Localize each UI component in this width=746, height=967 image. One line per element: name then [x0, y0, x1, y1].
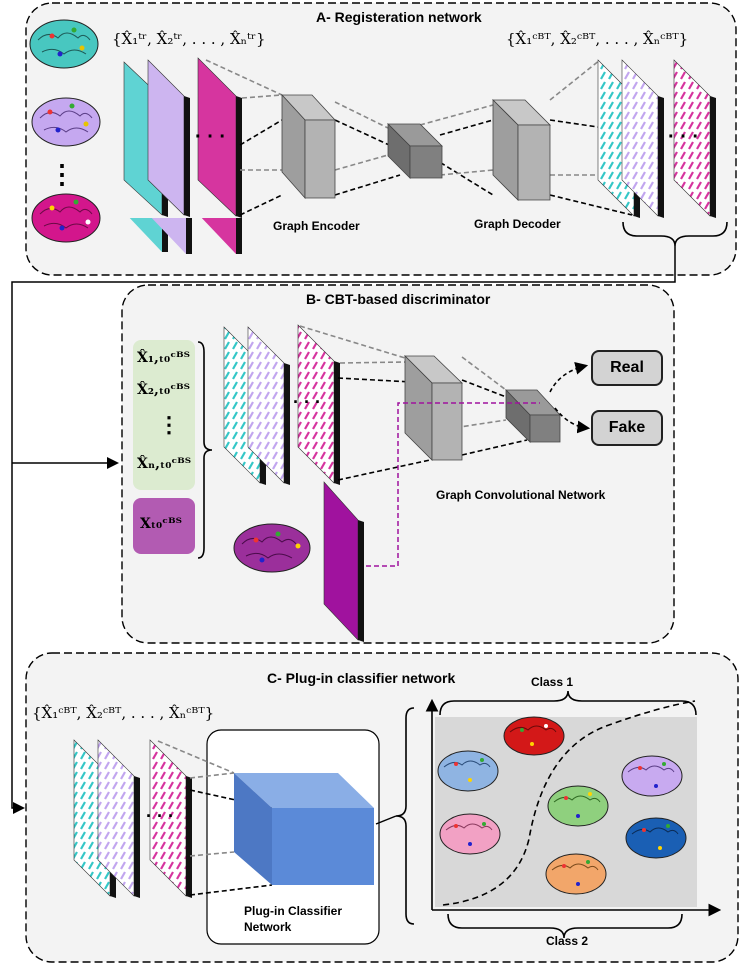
brain-class2-orange: [545, 853, 607, 895]
output-cbt-stack-a: [597, 59, 716, 218]
graph-decoder-label: Graph Decoder: [474, 217, 561, 231]
gcn-label: Graph Convolutional Network: [436, 488, 606, 502]
target-to-gcn-line: [366, 402, 540, 567]
brace-b-items: [197, 341, 213, 559]
graph-encoder-label: Graph Encoder: [273, 219, 360, 233]
encoder-decoder-lines: [205, 59, 633, 216]
brain-class2-lavender: [621, 755, 683, 797]
input-graph-stack-a-clean: [118, 56, 248, 218]
section-c-input-set: {X̂₁ᶜᴮᵀ, X̂₂ᶜᴮᵀ, . . . , X̂ₙᶜᴮᵀ}: [32, 704, 215, 722]
target-graph-b: [323, 481, 364, 642]
section-a-output-set: {X̂₁ᶜᴮᵀ, X̂₂ᶜᴮᵀ, . . . , X̂ₙᶜᴮᵀ}: [506, 30, 689, 48]
brain-a-2: [31, 97, 101, 147]
stack-c-ellipsis: · · ·: [146, 806, 174, 826]
real-output: Real: [591, 350, 663, 386]
arrow-real: [549, 362, 589, 393]
section-c-title: C- Plug-in classifier network: [267, 670, 456, 686]
section-a-input-set: {X̂₁ᵗʳ, X̂₂ᵗʳ, . . . , X̂ₙᵗʳ}: [112, 30, 266, 48]
cbt-stack-c: [73, 739, 192, 898]
fake-output: Fake: [591, 410, 663, 446]
cbt-target-box: [133, 498, 195, 554]
section-b-title: B- CBT-based discriminator: [306, 291, 491, 307]
brace-class1: [439, 690, 697, 716]
output-stack-ellipsis: · · ·: [668, 126, 700, 148]
brain-a-3: [31, 193, 101, 243]
brain-a-1: [29, 19, 99, 69]
stack-b-ellipsis: · · ·: [293, 392, 321, 412]
cbt-item-2: X̂₂,ₜ₀ᶜᴮᵀ: [137, 382, 190, 398]
classifier-lines: [157, 740, 273, 896]
class-boundary: [442, 700, 696, 906]
brain-class1-pink: [439, 813, 501, 855]
cbt-items-box: [133, 340, 195, 490]
brain-class1-blue: [437, 750, 499, 792]
brain-class2-green: [547, 785, 609, 827]
class1-label: Class 1: [531, 675, 574, 689]
brain-b: [233, 523, 311, 573]
input-stack-ellipsis: · · ·: [195, 126, 227, 148]
graph-decoder-block: [492, 99, 551, 201]
cbt-item-n: X̂ₙ,ₜ₀ᶜᴮᵀ: [137, 456, 192, 472]
cbt-item-1: X̂₁,ₜ₀ᶜᴮᵀ: [137, 350, 190, 366]
classifier-label-line2: Network: [244, 920, 292, 934]
classifier-cube: [234, 773, 374, 885]
brace-class2: [447, 913, 683, 939]
cbt-target-item: Xₜ₀ᶜᴮᵀ: [140, 516, 182, 532]
brain-class2-darkblue: [625, 817, 687, 859]
brain-class1-red: [503, 716, 565, 756]
section-a-title: A- Registeration network: [316, 9, 482, 25]
classifier-label-line1: Plug-in Classifier: [244, 904, 343, 918]
arrow-fake: [554, 407, 591, 434]
brain-a-vdots: ⋮: [49, 160, 75, 190]
cbt-stack-b: [223, 324, 340, 485]
bottleneck-block: [387, 123, 443, 179]
class2-label: Class 2: [546, 934, 589, 948]
cbt-item-vdots: ⋮: [158, 412, 180, 438]
connector-a-to-bc: [11, 246, 676, 814]
graph-encoder-block: [281, 93, 336, 200]
